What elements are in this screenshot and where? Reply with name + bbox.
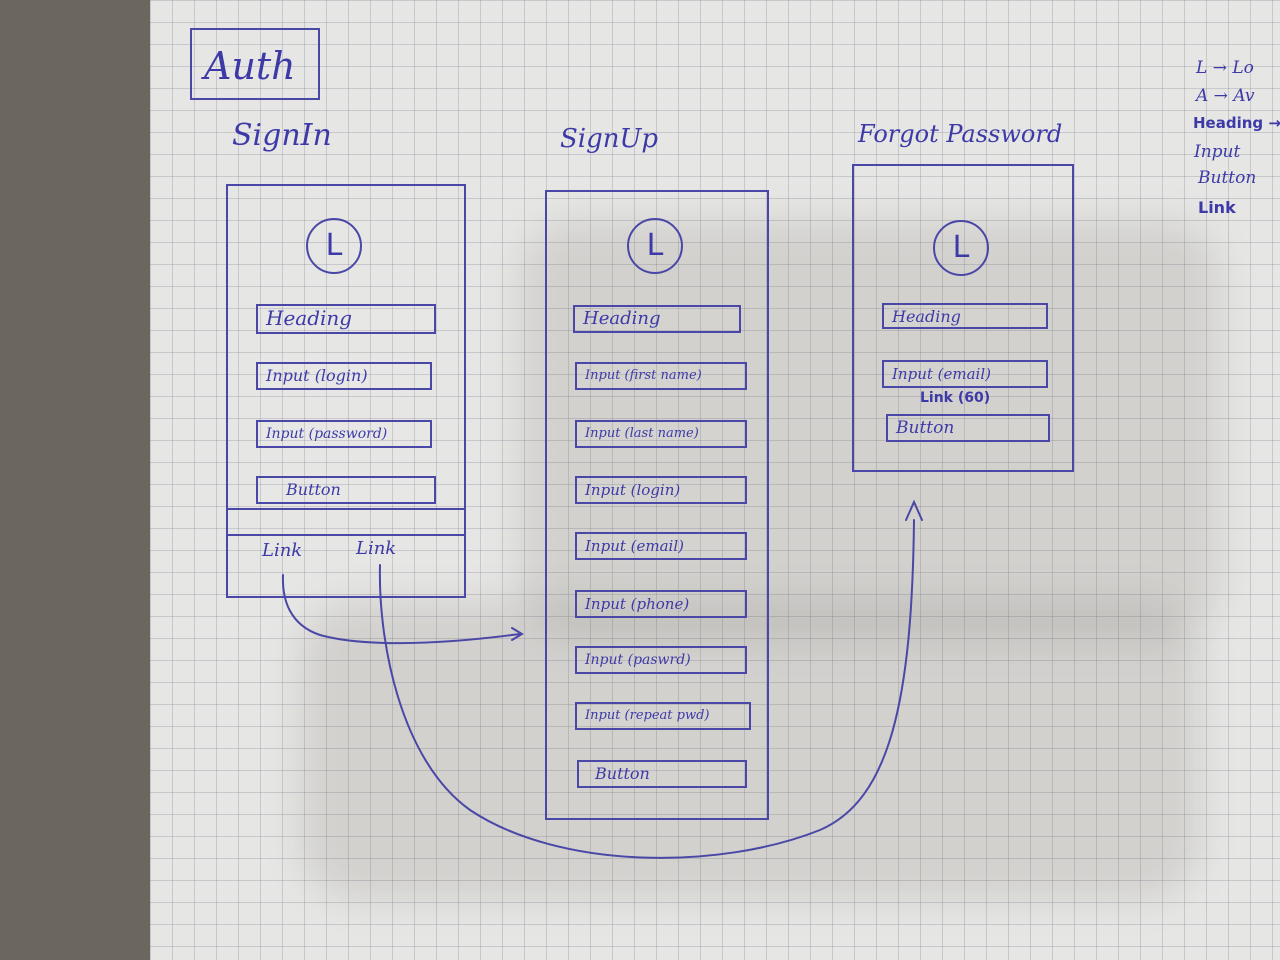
title-box (190, 28, 320, 100)
forgot-button[interactable]: Button (886, 414, 1050, 442)
signup-login-input[interactable]: Input (login) (575, 476, 747, 504)
signup-button[interactable]: Button (577, 760, 747, 788)
signup-title: SignUp (560, 124, 659, 154)
signin-button[interactable]: Button (256, 476, 436, 504)
forgot-link[interactable]: Link (60) (920, 390, 991, 406)
legend-item-link: Link (1198, 198, 1236, 217)
forgot-heading: Heading (882, 303, 1048, 329)
legend-item-heading: Heading → (1193, 114, 1280, 132)
forgot-frame (852, 164, 1074, 472)
legend-item-logo: L → Lo (1196, 58, 1254, 78)
signup-repeat-password-input[interactable]: Input (repeat pwd) (575, 702, 751, 730)
signin-logo-icon: L (306, 218, 362, 274)
legend-item-button: Button (1198, 168, 1257, 188)
signup-logo-icon: L (627, 218, 683, 274)
signin-password-input[interactable]: Input (password) (256, 420, 432, 448)
signup-password-input[interactable]: Input (paswrd) (575, 646, 747, 674)
forgot-email-input[interactable]: Input (email) (882, 360, 1048, 388)
forgot-logo-icon: L (933, 220, 989, 276)
signin-login-input[interactable]: Input (login) (256, 362, 432, 390)
signin-title: SignIn (232, 118, 332, 153)
signup-last-name-input[interactable]: Input (last name) (575, 420, 747, 448)
signup-email-input[interactable]: Input (email) (575, 532, 747, 560)
page-title: Auth (204, 44, 296, 88)
signup-first-name-input[interactable]: Input (first name) (575, 362, 747, 390)
signin-link-signup[interactable]: Link (262, 540, 303, 561)
legend-item-input: Input (1194, 142, 1241, 162)
grid-paper (150, 0, 1280, 960)
signin-link-forgot[interactable]: Link (356, 538, 397, 559)
signup-heading: Heading (573, 305, 741, 333)
legend-item-avatar: A → Av (1196, 86, 1255, 106)
signin-divider (228, 508, 464, 510)
signin-divider (228, 534, 464, 536)
forgot-title: Forgot Password (858, 120, 1063, 148)
signin-heading: Heading (256, 304, 436, 334)
signup-phone-input[interactable]: Input (phone) (575, 590, 747, 618)
